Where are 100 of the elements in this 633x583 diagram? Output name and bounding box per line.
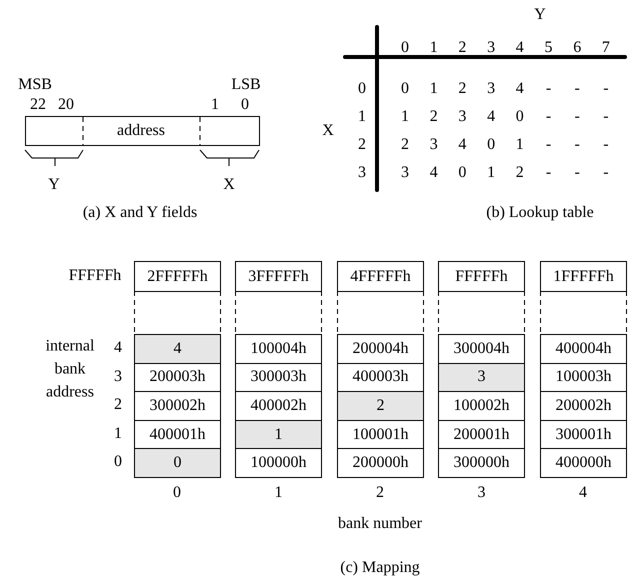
table-cell: - [574, 108, 580, 126]
table-cell: 4 [458, 136, 466, 154]
memory-cell: 100002h [438, 391, 525, 421]
axis-label: bank number [338, 515, 422, 533]
column-header: 6 [573, 39, 582, 57]
memory-cell: 400000h [540, 448, 627, 478]
memory-cell: 400004h [540, 334, 627, 364]
memory-cell: 3 [438, 362, 525, 392]
bit-index: 22 [30, 96, 46, 114]
table-cell: 0 [458, 164, 466, 182]
memory-cell: 300003h [235, 362, 322, 392]
column-header: 1 [430, 39, 438, 57]
bank-index: 0 [173, 484, 181, 502]
column-header: 7 [602, 39, 610, 57]
table-cell: 2 [458, 80, 466, 98]
address-label: FFFFFh [68, 267, 122, 285]
row-header: 2 [358, 136, 366, 154]
table-cell: - [603, 80, 609, 98]
bit-index: 0 [241, 96, 249, 114]
bit-label: LSB [231, 76, 261, 94]
row-index: 3 [114, 368, 122, 386]
memory-cell: 300002h [134, 391, 221, 421]
memory-cell: 300000h [438, 448, 525, 478]
memory-cell: 200003h [134, 362, 221, 392]
table-cell: - [603, 136, 609, 154]
memory-cell: 4 [134, 334, 221, 364]
memory-cell: 2 [337, 391, 424, 421]
table-cell: 3 [401, 164, 409, 182]
table-cell: - [603, 108, 609, 126]
table-cell: 0 [401, 80, 409, 98]
table-cell: - [546, 136, 552, 154]
field-label: X [223, 176, 235, 194]
memory-cell: 200000h [337, 448, 424, 478]
table-cell: 4 [487, 108, 496, 126]
table-cell: - [546, 80, 552, 98]
row-header: 0 [358, 80, 366, 98]
memory-cell: 300004h [438, 334, 525, 364]
column-header: 2 [458, 39, 466, 57]
memory-cell: 100003h [540, 362, 627, 392]
field-name: address [117, 122, 165, 140]
row-index: 4 [114, 339, 122, 357]
table-cell: 1 [487, 164, 496, 182]
table-cell: 0 [516, 108, 524, 126]
memory-cell: 200001h [438, 420, 525, 450]
column-header: 4 [516, 39, 524, 57]
bit-label: MSB [18, 76, 52, 94]
caption: (a) X and Y fields [82, 204, 198, 222]
bit-index: 1 [211, 96, 219, 114]
memory-cell: 0 [134, 448, 221, 478]
table-cell: 1 [401, 108, 409, 126]
table-cell: 2 [430, 108, 438, 126]
row-index: 0 [114, 454, 122, 472]
memory-cell: 4FFFFFh [337, 261, 424, 292]
bank-index: 4 [579, 484, 587, 502]
table-cell: 3 [430, 136, 438, 154]
table-cell: - [546, 164, 552, 182]
row-header: 3 [358, 164, 366, 182]
table-cell: - [603, 164, 609, 182]
table-cell: 0 [487, 136, 496, 154]
caption: (b) Lookup table [486, 204, 594, 222]
memory-cell: 1 [235, 420, 322, 450]
table-cell: 1 [516, 136, 524, 154]
memory-cell: 100001h [337, 420, 424, 450]
memory-cell: 100000h [235, 448, 322, 478]
table-cell: 3 [487, 80, 496, 98]
bank-index: 1 [274, 484, 282, 502]
row-index: 1 [114, 425, 122, 443]
memory-cell: 400001h [134, 420, 221, 450]
table-cell: 2 [516, 164, 524, 182]
memory-cell: 200002h [540, 391, 627, 421]
memory-cell: 400003h [337, 362, 424, 392]
table-cell: 2 [401, 136, 409, 154]
memory-cell: 1FFFFFh [540, 261, 627, 292]
field-label: Y [48, 176, 60, 194]
column-header: 5 [544, 39, 552, 57]
row-index: 2 [114, 396, 122, 414]
table-cell: 3 [458, 108, 466, 126]
column-header: 3 [487, 39, 496, 57]
table-cell: - [574, 164, 580, 182]
table-cell: - [574, 136, 580, 154]
axis-label: internal bank address [44, 336, 96, 402]
memory-cell: 100004h [235, 334, 322, 364]
address-register [25, 116, 260, 146]
memory-cell: 3FFFFFh [235, 261, 322, 292]
memory-cell: 400002h [235, 391, 322, 421]
axis-label: X [322, 122, 334, 140]
table-cell: - [546, 108, 552, 126]
bit-index: 20 [58, 96, 74, 114]
memory-cell: FFFFFh [438, 261, 525, 292]
table-cell: 4 [430, 164, 438, 182]
bank-index: 2 [376, 484, 384, 502]
bank-index: 3 [478, 484, 486, 502]
memory-cell: 300001h [540, 420, 627, 450]
memory-cell: 200004h [337, 334, 424, 364]
column-header: 0 [401, 39, 409, 57]
row-header: 1 [358, 108, 366, 126]
caption: (c) Mapping [340, 559, 420, 577]
table-cell: 4 [516, 80, 524, 98]
memory-cell: 2FFFFFh [134, 261, 221, 292]
axis-label: Y [534, 6, 546, 24]
